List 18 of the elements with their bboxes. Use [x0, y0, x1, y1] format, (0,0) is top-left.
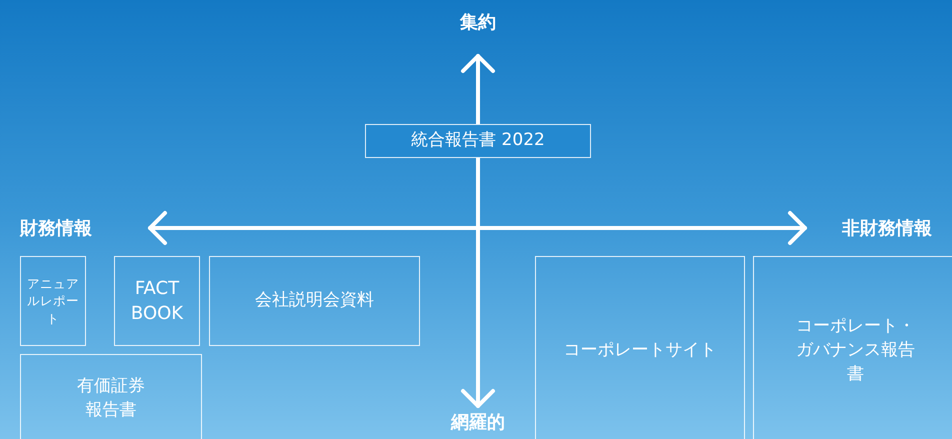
- document-name: 統合報告書 2022: [411, 129, 545, 152]
- document-box: [114, 256, 200, 346]
- document-name: コーポレートサイト: [564, 339, 716, 362]
- document-name: 会社説明会資料: [255, 289, 374, 312]
- document-name: 有価証券報告書: [76, 375, 146, 422]
- document-box: [753, 256, 952, 439]
- axis-label: 財務情報: [20, 217, 92, 240]
- axis-label: 非財務情報: [842, 217, 932, 240]
- document-box: [209, 256, 420, 346]
- axis-label: 網羅的: [451, 411, 505, 434]
- document-box: [20, 256, 86, 346]
- document-box: [535, 256, 745, 439]
- document-box: [365, 124, 591, 158]
- document-box: [20, 354, 202, 439]
- axis-label: 集約: [460, 11, 496, 34]
- document-name: コーポレート・ガバナンス報告書: [796, 315, 916, 386]
- document-name: アニュアルレポート: [26, 274, 80, 328]
- document-name: FACT BOOK: [130, 276, 184, 326]
